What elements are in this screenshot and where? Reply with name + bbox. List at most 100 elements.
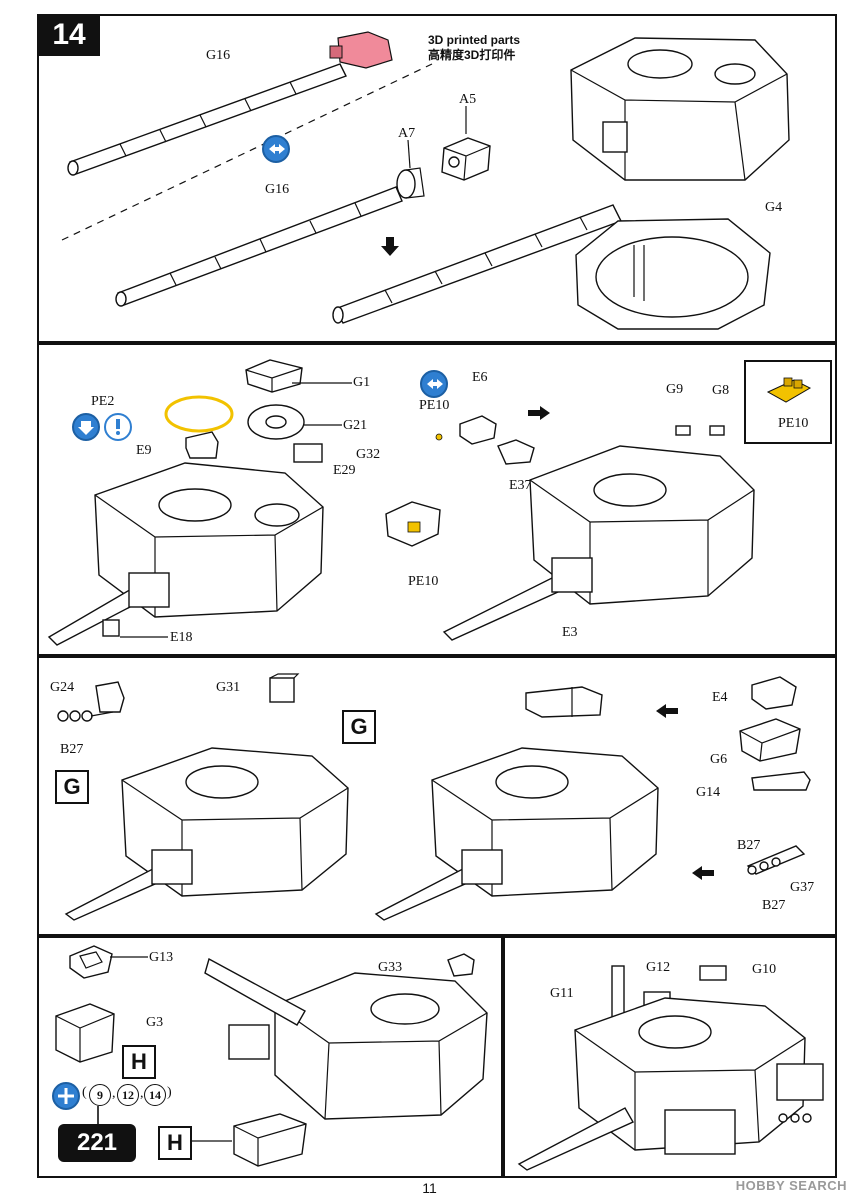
ref-connector: [97, 1106, 99, 1124]
label-g21: G21: [343, 418, 368, 433]
label-e37: E37: [509, 478, 532, 493]
part-a5: [441, 137, 491, 181]
part-g32: [293, 443, 323, 463]
label-b27-a: B27: [737, 838, 761, 853]
printed-parts-note-en: 3D printed parts: [428, 33, 521, 47]
double-arrow-icon: [262, 135, 290, 163]
part-g1: [245, 359, 303, 393]
label-b27-left: B27: [60, 742, 84, 757]
label-pe10-box: PE10: [778, 416, 809, 431]
label-g4: G4: [765, 200, 783, 215]
label-g12: G12: [646, 960, 671, 975]
ref-step-1: 9: [89, 1084, 111, 1106]
reference-number-badge: 221: [58, 1124, 136, 1162]
double-arrow-icon-2: [420, 370, 448, 398]
part-g8: [709, 425, 725, 436]
part-e18: [102, 619, 120, 637]
turret-illustration-4: [64, 747, 349, 921]
part-pe10-small: [435, 433, 443, 441]
label-g16-top: G16: [206, 48, 231, 63]
part-stowage-box: [233, 1113, 307, 1167]
assembly-g-marker-mid: G: [342, 710, 376, 744]
left-arrow-icon-2: [692, 866, 714, 880]
part-g37: [746, 845, 806, 875]
label-a7: A7: [398, 126, 416, 141]
barrel-g16-middle: [115, 186, 403, 307]
right-arrow-icon: [528, 406, 550, 420]
part-e9: [185, 431, 219, 459]
page-number: 11: [422, 1180, 437, 1196]
label-e29: E29: [333, 463, 356, 478]
part-g6: [739, 718, 801, 762]
label-g1: G1: [353, 375, 371, 390]
turret-ring-g4: [575, 218, 771, 330]
part-e4: [751, 676, 797, 710]
label-g24: G24: [50, 680, 75, 695]
label-e3: E3: [562, 625, 578, 640]
part-pe10-detail: [385, 501, 441, 547]
printed-parts-note-cn: 高精度3D打印件: [428, 48, 516, 62]
barrel-g16-top: [67, 63, 347, 176]
step-number-badge: 14: [38, 14, 100, 56]
part-pe2: [164, 395, 234, 433]
label-g11: G11: [550, 986, 574, 1001]
label-e18: E18: [170, 630, 193, 645]
watermark: HOBBY SEARCH: [735, 1178, 847, 1193]
label-g9: G9: [666, 382, 684, 397]
part-e6: [459, 415, 497, 445]
ref-step-3: 14: [144, 1084, 166, 1106]
part-g10: [699, 965, 727, 981]
part-g3: [55, 1003, 115, 1063]
pe10-inset-box: PE10: [744, 360, 832, 444]
turret-illustration-3: [442, 445, 755, 641]
part-b27-left: [57, 710, 114, 722]
turret-illustration-7: [517, 997, 824, 1171]
pe10-inset-part: [766, 377, 812, 403]
label-g13: G13: [149, 950, 174, 965]
ref-comma-2: ,: [140, 1086, 144, 1101]
label-g8: G8: [712, 383, 730, 398]
part-g9: [675, 425, 691, 436]
label-g3: G3: [146, 1015, 164, 1030]
leader-g1: [292, 382, 352, 384]
guide-dashed-line: [61, 63, 433, 241]
part-a7: [396, 167, 425, 199]
ref-comma-1: ,: [112, 1086, 116, 1101]
label-g32: G32: [356, 447, 381, 462]
part-g31: [269, 673, 300, 703]
label-g14: G14: [696, 785, 721, 800]
down-arrow-icon: [381, 237, 399, 256]
leader-a5: [465, 106, 467, 134]
label-pe10-b: PE10: [408, 574, 439, 589]
part-e37: [497, 439, 535, 465]
left-arrow-icon: [656, 704, 678, 718]
leader-h-bottom: [190, 1140, 232, 1142]
part-g24: [95, 681, 125, 713]
label-g37: G37: [790, 880, 815, 895]
printed-parts-note: 3D printed parts 高精度3D打印件: [428, 33, 520, 63]
turret-illustration-2: [47, 462, 324, 646]
glue-icon: [72, 413, 100, 441]
leader-g21: [304, 424, 342, 426]
turret-illustration-6: [204, 957, 488, 1120]
leader-e18: [120, 636, 168, 638]
label-e9: E9: [136, 443, 152, 458]
label-a5: A5: [459, 92, 477, 107]
label-e6: E6: [472, 370, 488, 385]
assembly-g-marker-left: G: [55, 770, 89, 804]
label-g10: G10: [752, 962, 777, 977]
printed-part-illustration: [329, 31, 393, 69]
leader-a7: [407, 139, 411, 169]
label-e4: E4: [712, 690, 728, 705]
part-g13: [69, 945, 113, 979]
ref-step-2: 12: [117, 1084, 139, 1106]
label-g33: G33: [378, 960, 403, 975]
leader-g13: [110, 956, 148, 958]
label-b27-b: B27: [762, 898, 786, 913]
label-g31: G31: [216, 680, 241, 695]
label-g6: G6: [710, 752, 728, 767]
label-pe2: PE2: [91, 394, 115, 409]
assembly-h-marker-bottom: H: [158, 1126, 192, 1160]
assembly-h-marker-left: H: [122, 1045, 156, 1079]
label-pe10-a: PE10: [419, 398, 450, 413]
